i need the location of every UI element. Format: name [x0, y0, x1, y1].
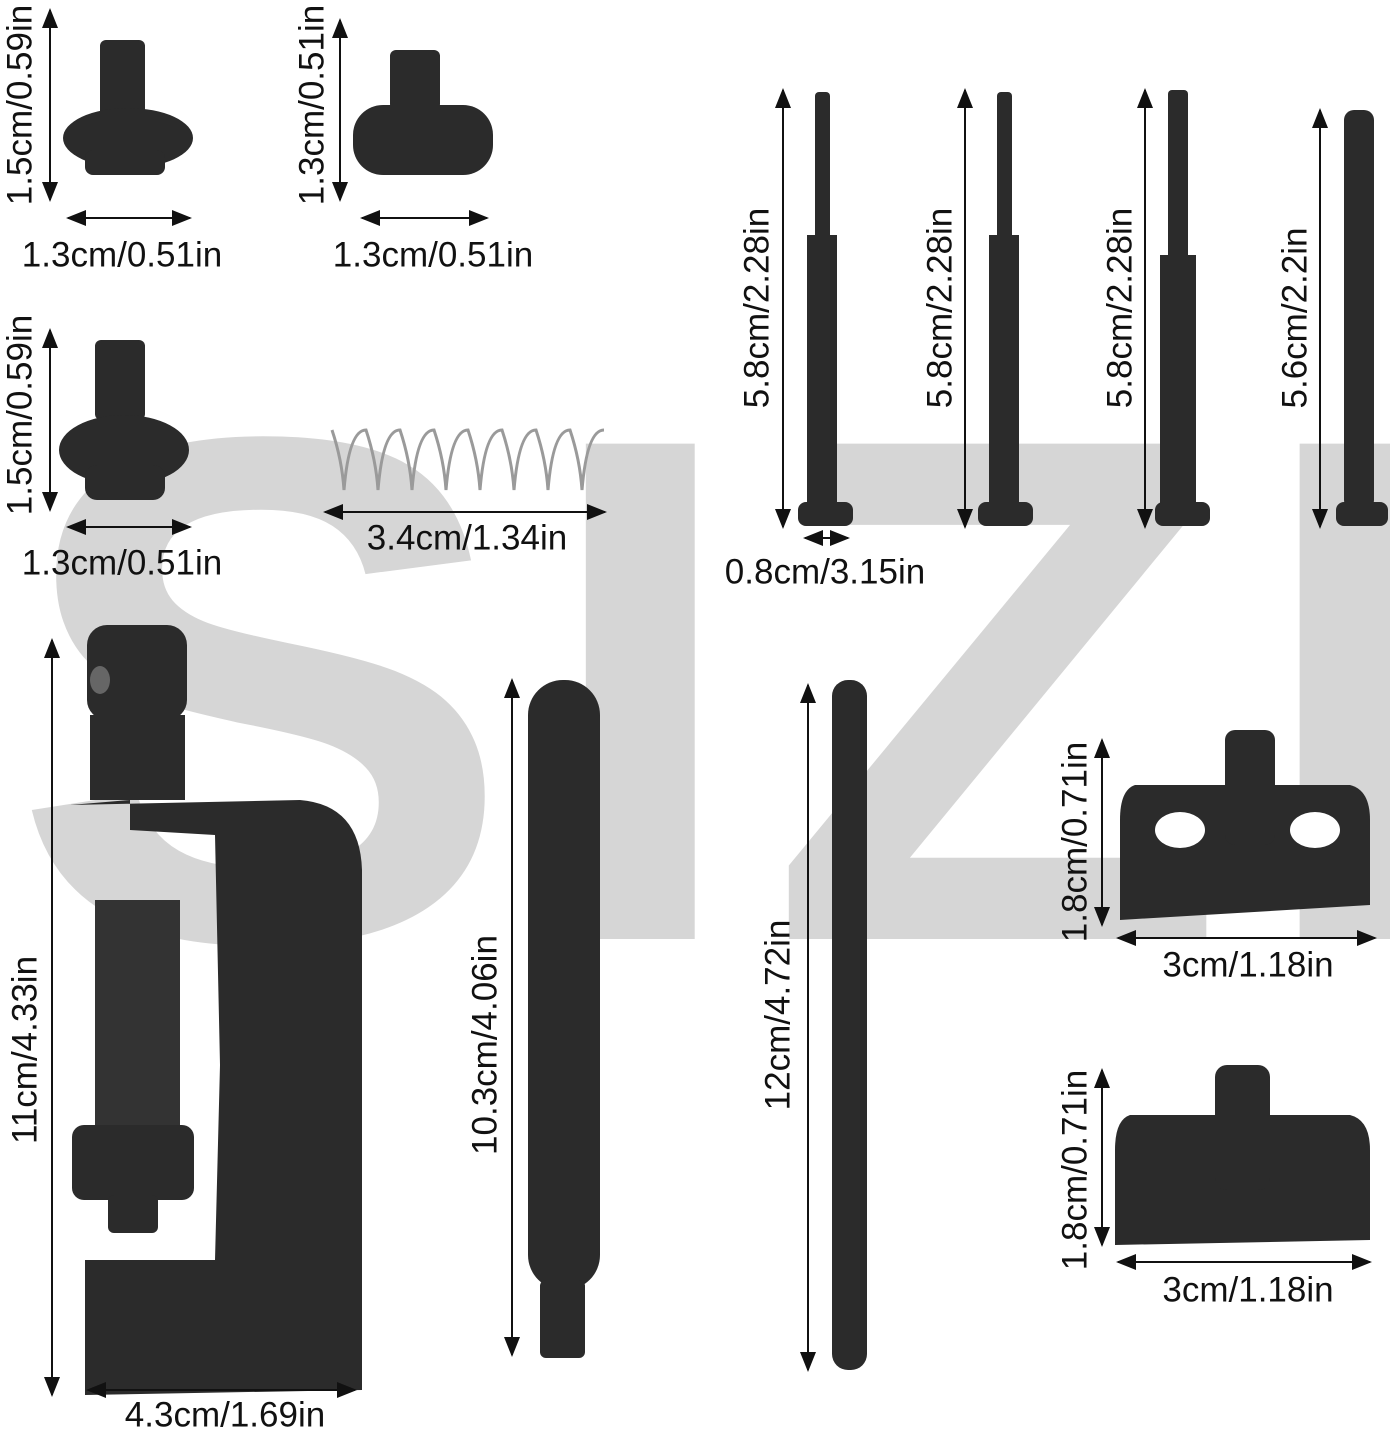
- plate-1: [1120, 730, 1370, 920]
- chain-breaker-width-label: 4.3cm/1.69in: [124, 1395, 326, 1433]
- chain-breaker: [70, 625, 362, 1395]
- bushing-3-height-label: 1.5cm/0.59in: [0, 314, 40, 516]
- rod-length-label: 12cm/4.72in: [758, 919, 798, 1111]
- knurled-rod-length-label: 10.3cm/4.06in: [465, 935, 505, 1155]
- bushing-1-width-label: 1.3cm/0.51in: [21, 235, 223, 275]
- pin-3-length-label: 5.8cm/2.28in: [1100, 207, 1140, 409]
- pin-4-length-label: 5.6cm/2.2in: [1275, 227, 1315, 409]
- bushing-2-width-label: 1.3cm/0.51in: [332, 235, 534, 275]
- plate-2-height-label: 1.8cm/0.71in: [1055, 1069, 1095, 1271]
- spring-length-label: 3.4cm/1.34in: [366, 518, 568, 558]
- bushing-1-height-label: 1.5cm/0.59in: [0, 4, 40, 206]
- spring: [330, 428, 605, 491]
- pin-4: [1336, 110, 1388, 526]
- pin-2: [978, 92, 1033, 526]
- dimension-arrows: [42, 8, 1377, 1398]
- plate-2: [1115, 1065, 1370, 1245]
- pin-3: [1155, 90, 1210, 526]
- rod: [832, 680, 867, 1370]
- plate-1-height-label: 1.8cm/0.71in: [1055, 741, 1095, 943]
- pin-1-diameter-label: 0.8cm/3.15in: [724, 552, 926, 592]
- bushing-2-height-label: 1.3cm/0.51in: [292, 4, 332, 206]
- plate-2-width-label: 3cm/1.18in: [1162, 1270, 1334, 1310]
- plate-1-width-label: 3cm/1.18in: [1162, 945, 1334, 985]
- chain-breaker-height-label: 11cm/4.33in: [5, 955, 45, 1145]
- bushing-3-width-label: 1.3cm/0.51in: [21, 543, 223, 583]
- bushing-2: [353, 50, 493, 175]
- bushing-3: [59, 340, 189, 500]
- pin-1: [798, 92, 853, 526]
- bushing-1: [63, 40, 193, 175]
- pin-2-length-label: 5.8cm/2.28in: [920, 207, 960, 409]
- pin-1-length-label: 5.8cm/2.28in: [737, 207, 777, 409]
- knurled-rod: [528, 680, 600, 1358]
